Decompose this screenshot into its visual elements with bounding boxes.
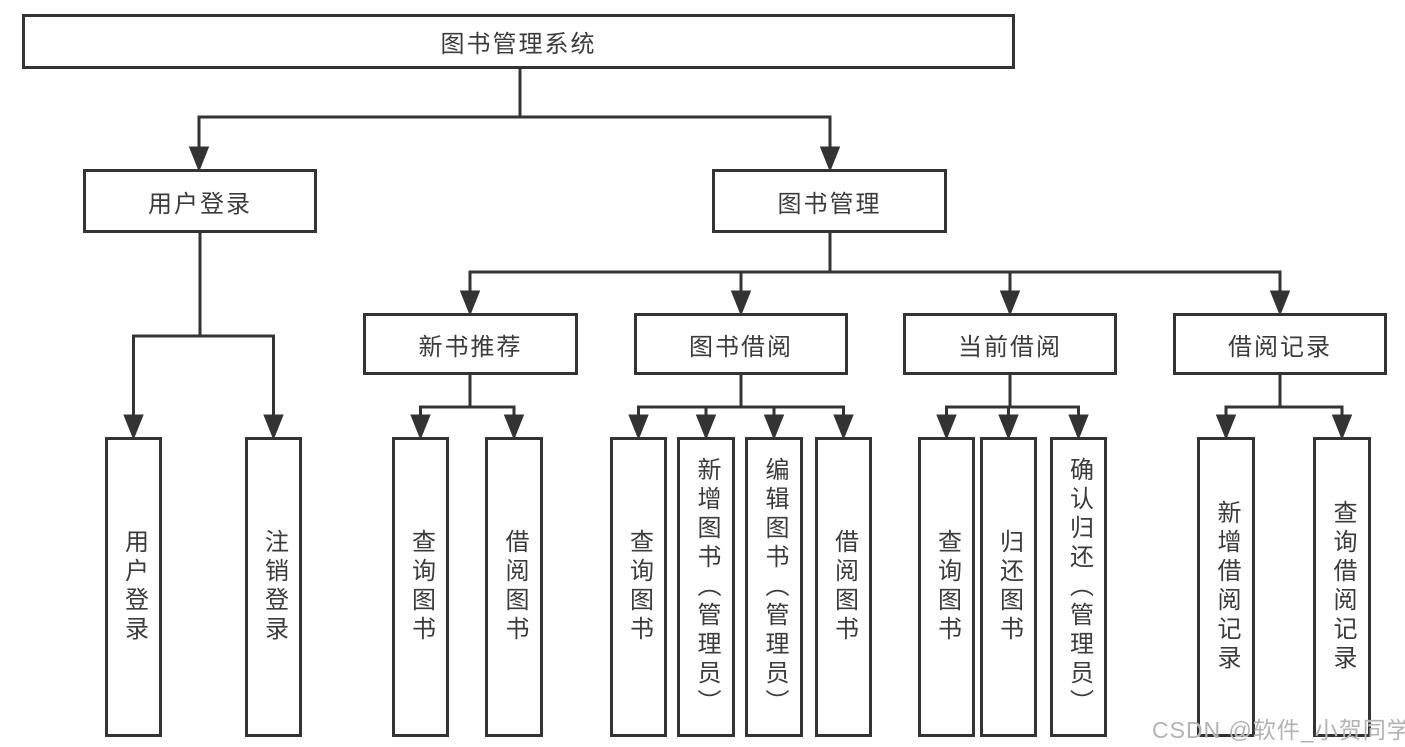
connector-root xyxy=(188,69,841,173)
arrow-down-icon xyxy=(730,290,752,317)
node-query-books-borrowing: 查询图书 xyxy=(610,437,667,737)
node-new-book-recommend: 新书推荐 xyxy=(363,313,578,375)
node-query-books-recommend: 查询图书 xyxy=(392,437,449,737)
arrow-down-icon xyxy=(998,414,1019,441)
arrow-down-icon xyxy=(999,290,1021,317)
node-book-management: 图书管理 xyxy=(712,169,947,233)
arrow-down-icon xyxy=(819,146,841,173)
arrow-down-icon xyxy=(1331,414,1353,441)
arrow-down-icon xyxy=(628,414,649,441)
connector-new-book-recommend xyxy=(410,375,525,441)
node-book-borrowing: 图书借阅 xyxy=(634,313,848,375)
node-user-login: 用户登录 xyxy=(83,169,317,233)
arrow-down-icon xyxy=(188,146,210,173)
connector-current-borrowing xyxy=(936,375,1089,441)
arrow-down-icon xyxy=(263,414,284,441)
arrow-down-icon xyxy=(763,414,785,441)
arrow-down-icon xyxy=(695,414,717,441)
arrow-down-icon xyxy=(459,290,481,317)
node-borrow-books-recommend: 借阅图书 xyxy=(485,437,543,737)
connector-book-borrowing xyxy=(628,375,854,441)
node-query-borrow-record: 查询借阅记录 xyxy=(1313,437,1371,737)
arrow-down-icon xyxy=(1269,290,1291,317)
arrow-down-icon xyxy=(1068,414,1089,441)
arrow-down-icon xyxy=(410,414,431,441)
node-query-books-current: 查询图书 xyxy=(918,437,975,737)
node-return-books: 归还图书 xyxy=(980,437,1037,737)
arrow-down-icon xyxy=(503,414,525,441)
node-borrowing-records: 借阅记录 xyxy=(1173,313,1387,375)
node-confirm-return-admin: 确认归还（管理员） xyxy=(1050,437,1107,737)
node-library-system: 图书管理系统 xyxy=(22,14,1015,69)
watermark-text: CSDN @软件_小贺同学 xyxy=(1152,717,1405,743)
node-add-borrow-record: 新增借阅记录 xyxy=(1197,437,1255,737)
node-borrow-books-leaf: 借阅图书 xyxy=(815,437,872,737)
arrow-down-icon xyxy=(833,414,854,441)
arrow-down-icon xyxy=(1215,414,1237,441)
connector-book-management xyxy=(459,233,1291,317)
arrow-down-icon xyxy=(936,414,957,441)
node-edit-books-admin: 编辑图书（管理员） xyxy=(745,437,803,737)
node-current-borrowing: 当前借阅 xyxy=(903,313,1117,375)
connector-user-login xyxy=(123,233,284,441)
node-add-books-admin: 新增图书（管理员） xyxy=(677,437,735,737)
node-logout-login: 注销登录 xyxy=(245,437,302,737)
arrow-down-icon xyxy=(123,414,144,441)
node-user-login-leaf: 用户登录 xyxy=(105,437,162,737)
connector-borrowing-records xyxy=(1215,375,1353,441)
